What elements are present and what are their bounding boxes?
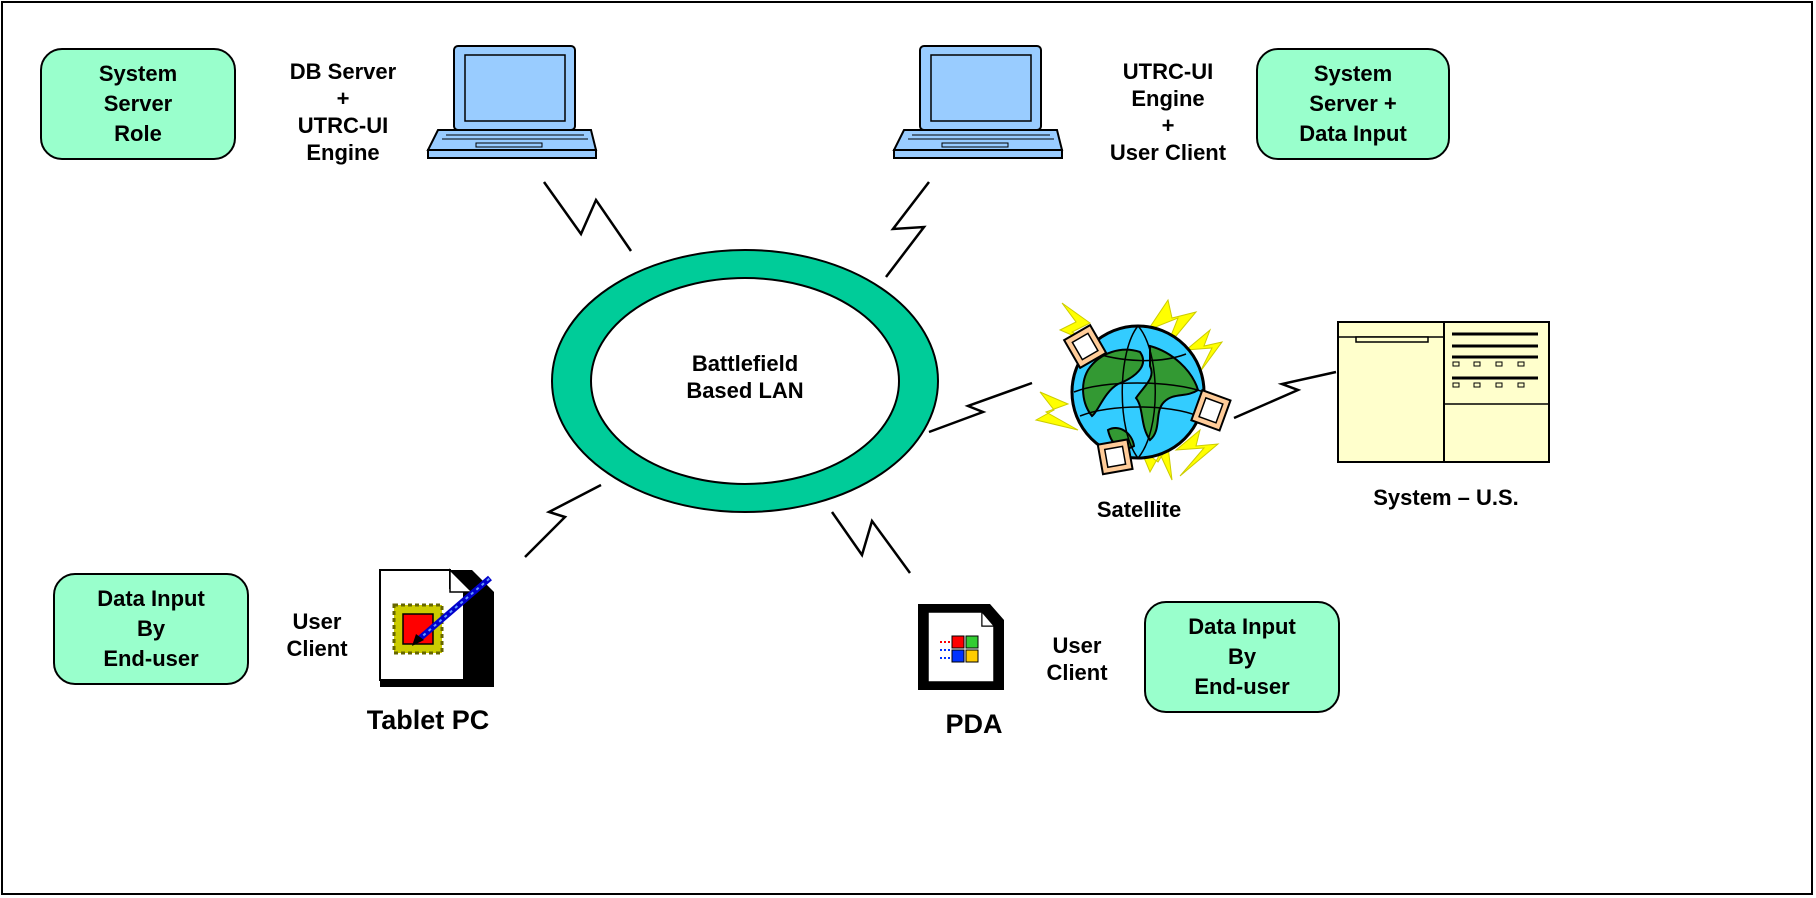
link-lan-satellite	[928, 381, 1033, 434]
lightning-link-icon	[524, 181, 1337, 574]
tablet-pc-icon	[379, 568, 494, 687]
label-line: +	[336, 86, 350, 111]
label-line: DB Server	[289, 59, 397, 84]
label-line: User	[292, 609, 342, 634]
label-system-us: System – U.S.	[1356, 484, 1536, 511]
lan-ring	[551, 249, 939, 513]
label-line: UTRC-UI	[297, 113, 389, 138]
label-tablet-pc: Tablet PC	[358, 704, 498, 736]
label-line: User Client	[1109, 140, 1227, 165]
label-ui-engine-client: UTRC-UI Engine + User Client	[1090, 58, 1246, 166]
link-lan-tablet	[524, 483, 602, 558]
role-box-server-data-input: System Server + Data Input	[1256, 48, 1450, 160]
label-line: Satellite	[1096, 497, 1182, 522]
link-lan-pda	[830, 511, 912, 574]
role-line: System	[1313, 61, 1393, 86]
label-line: Engine	[1131, 86, 1205, 111]
role-line: Data Input	[1299, 121, 1407, 146]
label-line: Tablet PC	[366, 705, 490, 735]
satellite-globe-icon	[1034, 298, 1232, 481]
label-db-server: DB Server + UTRC-UI Engine	[283, 58, 403, 166]
role-line: System	[98, 61, 178, 86]
server-cabinet-icon	[1337, 321, 1550, 463]
label-line: PDA	[945, 709, 1003, 739]
label-pda-user-client: User Client	[1032, 632, 1122, 686]
role-line: Server	[103, 91, 173, 116]
label-line: Engine	[306, 140, 380, 165]
label-line: User	[1052, 633, 1102, 658]
role-line: Role	[114, 121, 162, 146]
link-ui-engine-lan	[885, 181, 930, 278]
label-line: Client	[286, 636, 348, 661]
label-line: Client	[1046, 660, 1108, 685]
laptop-icon	[892, 45, 1064, 159]
label-line: +	[1161, 113, 1175, 138]
link-db-server-lan	[542, 181, 633, 252]
role-line: End-user	[1194, 674, 1290, 699]
role-line: End-user	[103, 646, 199, 671]
role-box-end-user-pda: Data Input By End-user	[1144, 601, 1340, 713]
role-line: Server +	[1309, 91, 1397, 116]
label-line: Based LAN	[686, 378, 804, 403]
laptop-icon	[426, 45, 598, 159]
label-tablet-user-client: User Client	[272, 608, 362, 662]
label-line: UTRC-UI	[1122, 59, 1214, 84]
role-line: Data Input	[97, 586, 205, 611]
role-line: By	[136, 616, 166, 641]
label-pda: PDA	[924, 708, 1024, 740]
pda-icon	[918, 604, 1004, 690]
label-lan: Battlefield Based LAN	[665, 350, 825, 404]
label-satellite: Satellite	[1074, 496, 1204, 523]
role-box-end-user-tablet: Data Input By End-user	[53, 573, 249, 685]
role-line: By	[1227, 644, 1257, 669]
label-line: System – U.S.	[1373, 485, 1519, 510]
role-line: Data Input	[1188, 614, 1296, 639]
label-line: Battlefield	[691, 351, 799, 376]
link-satellite-system-us	[1233, 370, 1337, 420]
role-box-system-server: System Server Role	[40, 48, 236, 160]
